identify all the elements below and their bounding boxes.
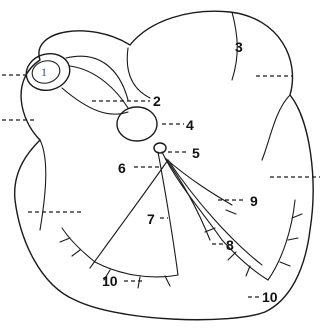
- purkinje-twig-l3: [138, 277, 140, 288]
- purkinje-twig-r5: [228, 252, 236, 260]
- internodal-path-1: [66, 56, 128, 100]
- label-10-left: 10: [102, 273, 118, 289]
- label-4: 4: [186, 117, 194, 133]
- label-7: 7: [147, 211, 155, 227]
- inner-wall-right: [262, 95, 290, 160]
- branch-splay-a: [165, 158, 232, 205]
- purkinje-twig-l4: [165, 276, 170, 286]
- label-3: 3: [235, 39, 243, 55]
- inner-wall-left: [40, 140, 46, 230]
- purkinje-twig-r2: [288, 238, 298, 240]
- internodal-path-3: [70, 66, 128, 108]
- label-9: 9: [250, 193, 258, 209]
- sinoatrial-node-outer: [22, 49, 74, 95]
- label-6: 6: [118, 160, 126, 176]
- label-2: 2: [153, 93, 161, 109]
- label-1: 1: [41, 65, 47, 79]
- purkinje-twig-r4: [246, 266, 250, 276]
- bundle-of-his: [154, 143, 166, 153]
- atrioventricular-node: [117, 107, 157, 141]
- label-10-right: 10: [262, 289, 278, 305]
- atrial-wall: [127, 48, 150, 98]
- ventricle-inner-curve: [168, 160, 262, 265]
- label-8: 8: [226, 237, 234, 253]
- purkinje-twig-r1: [280, 262, 290, 266]
- purkinje-twig-r6: [205, 228, 215, 232]
- purkinje-fiber-right-2: [268, 200, 295, 280]
- purkinje-twig-r7: [226, 210, 236, 214]
- ventricle-inner-curve-2: [90, 160, 168, 268]
- purkinje-fiber-left-2: [62, 228, 95, 262]
- purkinje-twig-l5: [60, 238, 70, 242]
- label-5: 5: [192, 145, 200, 161]
- purkinje-twig-l1: [72, 250, 80, 256]
